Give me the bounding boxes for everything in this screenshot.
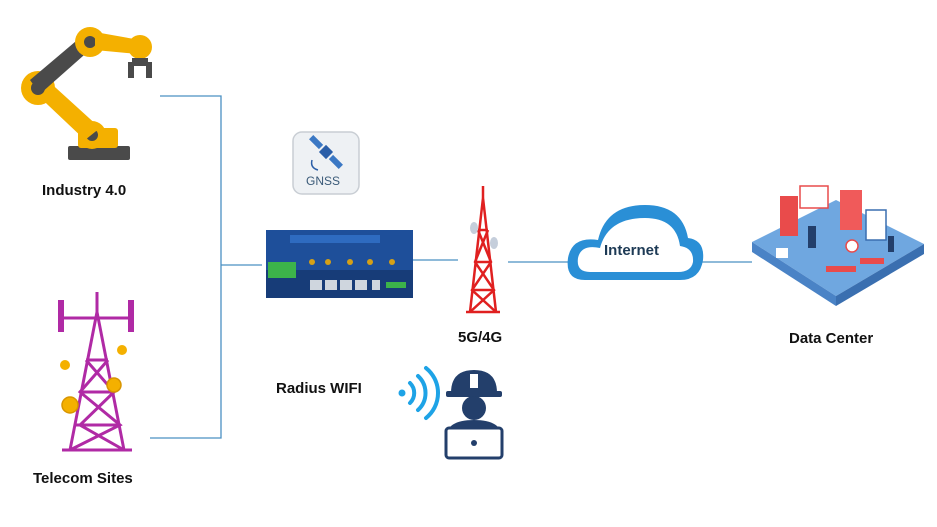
connector-telecom [150,265,222,439]
data-center-icon [752,185,924,306]
gnss-satellite-icon [292,131,360,195]
label-gnss: GNSS [306,174,341,188]
cloud-icon [567,205,704,280]
router-icon [266,230,413,298]
label-telecom: Telecom Sites [33,470,133,487]
label-industry: Industry 4.0 [42,182,127,199]
worker-laptop-icon [444,370,504,460]
connector-lines [150,95,752,439]
robot-arm-icon [21,27,152,160]
label-datacenter: Data Center [789,330,874,347]
cell-tower-icon [466,186,500,314]
wifi-icon [398,366,440,420]
label-tower: 5G/4G [458,329,503,346]
telecom-tower-icon [58,292,134,452]
label-cloud: Internet [604,242,660,259]
connector-industry [160,95,222,265]
label-wifi: Radius WIFI [276,380,362,397]
